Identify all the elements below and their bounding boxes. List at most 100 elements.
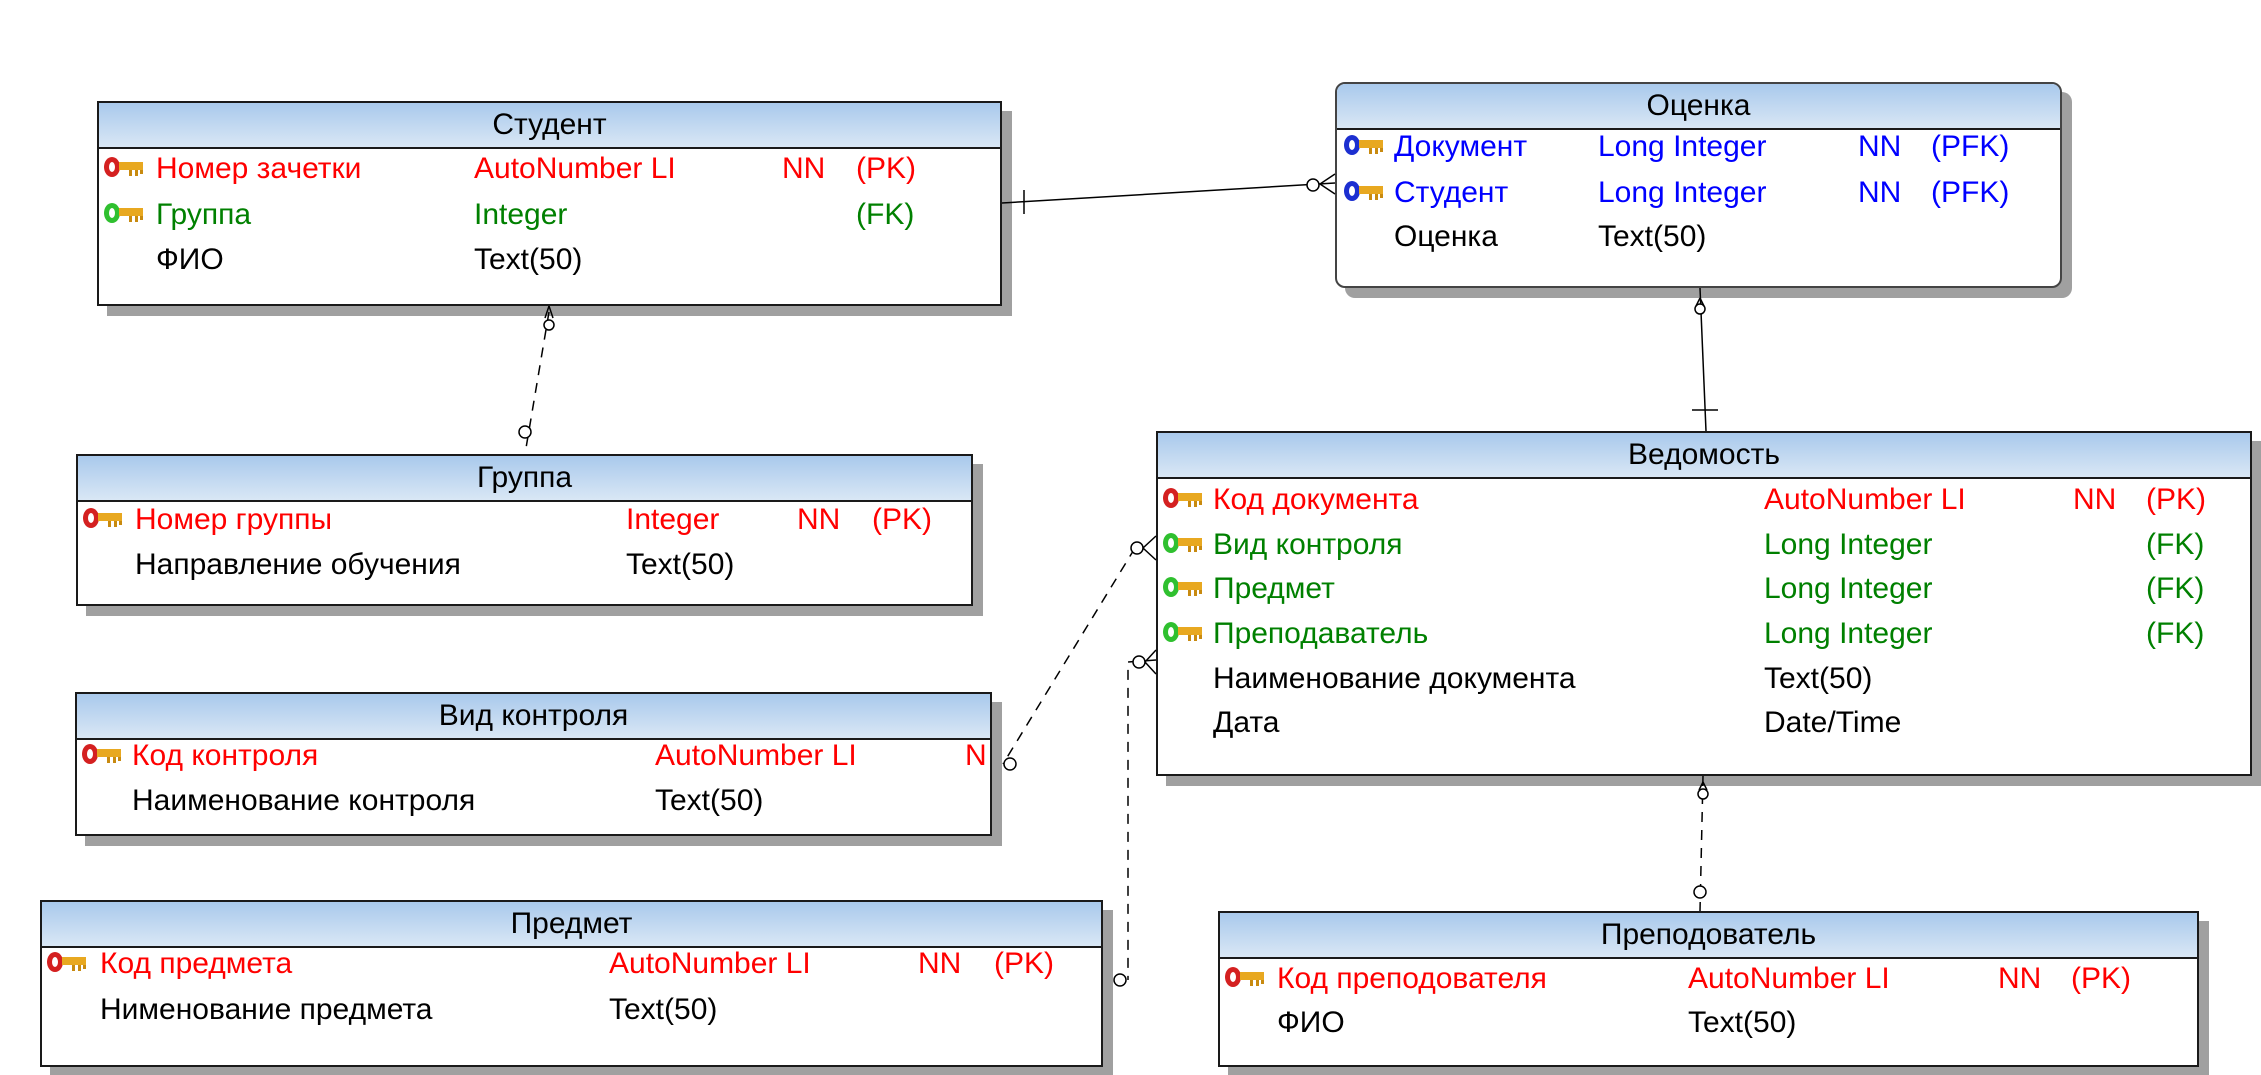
column-row[interactable]: Нименование предмета Text(50): [42, 990, 1101, 1030]
column-name: Код контроля: [132, 739, 319, 772]
column-type: Long Integer: [1764, 528, 1933, 561]
column-type: Long Integer: [1598, 130, 1767, 163]
column-type: Text(50): [609, 993, 718, 1026]
column-name: Наименование контроля: [132, 784, 476, 817]
column-name: Документ: [1394, 130, 1528, 163]
column-type: Text(50): [655, 784, 764, 817]
column-key: (PK): [2071, 962, 2131, 995]
column-name: Направление обучения: [135, 548, 461, 581]
column-type: Integer: [626, 503, 720, 536]
column-name: Код предмета: [100, 947, 293, 980]
primary-key-icon: [103, 149, 145, 177]
entity-title[interactable]: Студент: [99, 103, 1000, 149]
column-key: (FK): [2146, 528, 2205, 561]
entity-title[interactable]: Вид контроля: [77, 694, 990, 740]
column-name: Наименование документа: [1213, 662, 1576, 695]
column-row[interactable]: Код предмета AutoNumber LI NN (PK): [42, 944, 1101, 984]
primary-key-icon: [1162, 480, 1204, 508]
column-type: Text(50): [1764, 662, 1873, 695]
column-key: (PFK): [1931, 130, 2010, 163]
column-name: Нименование предмета: [100, 993, 433, 1026]
column-type: Date/Time: [1764, 706, 1902, 739]
relationship-control-sheet: [1002, 535, 1157, 771]
column-name: Студент: [1394, 176, 1509, 209]
column-row[interactable]: Вид контроля Long Integer (FK): [1158, 525, 2250, 565]
column-row[interactable]: Наименование документа Text(50): [1158, 659, 2250, 699]
column-row[interactable]: Оценка Text(50): [1337, 217, 2060, 257]
column-row[interactable]: ФИО Text(50): [1220, 1003, 2197, 1043]
column-name: ФИО: [1277, 1006, 1345, 1039]
entity-title[interactable]: Преподователь: [1220, 913, 2197, 959]
column-type: AutoNumber LI: [1688, 962, 1890, 995]
entity-title[interactable]: Оценка: [1337, 84, 2060, 130]
column-type: Text(50): [1598, 220, 1707, 253]
column-name: Номер зачетки: [156, 152, 362, 185]
column-name: Оценка: [1394, 220, 1498, 253]
column-row[interactable]: Наименование контроля Text(50): [77, 781, 990, 821]
column-type: AutoNumber LI: [474, 152, 676, 185]
column-key: (PK): [856, 152, 916, 185]
column-name: Группа: [156, 198, 252, 231]
column-nn: N: [965, 739, 987, 772]
entity-title[interactable]: Группа: [78, 456, 971, 502]
column-type: AutoNumber LI: [1764, 483, 1966, 516]
column-nn: NN: [1858, 130, 1902, 163]
relationship-teacher-sheet: [1693, 775, 1709, 912]
column-row[interactable]: Документ Long Integer NN (PFK): [1337, 127, 2060, 167]
column-type: Text(50): [1688, 1006, 1797, 1039]
column-name: Дата: [1213, 706, 1280, 739]
relationship-subject-sheet: [1113, 649, 1157, 987]
column-type: Long Integer: [1764, 617, 1933, 650]
column-nn: NN: [797, 503, 841, 536]
column-row[interactable]: Номер группы Integer NN (PK): [78, 500, 971, 540]
column-name: ФИО: [156, 243, 224, 276]
primary-key-icon: [46, 944, 88, 972]
column-key: (FK): [856, 198, 915, 231]
column-row[interactable]: Дата Date/Time: [1158, 703, 2250, 743]
column-name: Номер группы: [135, 503, 333, 536]
column-row[interactable]: Преподаватель Long Integer (FK): [1158, 614, 2250, 654]
foreign-key-icon: [1162, 614, 1204, 642]
column-key: (PK): [872, 503, 932, 536]
entity-title[interactable]: Предмет: [42, 902, 1101, 948]
column-type: Long Integer: [1598, 176, 1767, 209]
column-row[interactable]: Код документа AutoNumber LI NN (PK): [1158, 480, 2250, 520]
foreign-key-icon: [1162, 569, 1204, 597]
column-nn: NN: [2073, 483, 2117, 516]
column-name: Код документа: [1213, 483, 1419, 516]
relationship-group-student: [518, 305, 555, 455]
column-key: (FK): [2146, 617, 2205, 650]
column-name: Преподаватель: [1213, 617, 1429, 650]
relationship-sheet-grade: [1692, 287, 1718, 432]
foreign-key-icon: [103, 195, 145, 223]
column-key: (PK): [2146, 483, 2206, 516]
column-key: (PFK): [1931, 176, 2010, 209]
column-row[interactable]: ФИО Text(50): [99, 240, 1000, 280]
column-type: AutoNumber LI: [609, 947, 811, 980]
column-key: (PK): [994, 947, 1054, 980]
column-name: Вид контроля: [1213, 528, 1403, 561]
primary-key-icon: [1224, 959, 1266, 987]
relationship-student-grade: [1001, 173, 1336, 214]
column-key: (FK): [2146, 572, 2205, 605]
column-nn: NN: [918, 947, 962, 980]
primary-foreign-key-icon: [1343, 173, 1385, 201]
primary-foreign-key-icon: [1343, 127, 1385, 155]
entity-title[interactable]: Ведомость: [1158, 433, 2250, 479]
column-name: Код преподователя: [1277, 962, 1547, 995]
column-type: Text(50): [474, 243, 583, 276]
